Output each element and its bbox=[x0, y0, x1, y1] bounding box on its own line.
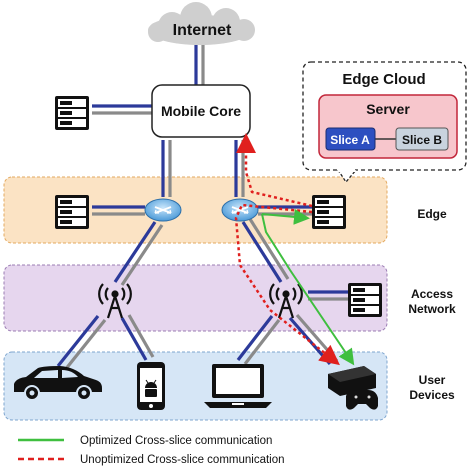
optimized-path bbox=[261, 213, 355, 366]
access-layer-label: Access bbox=[411, 287, 453, 301]
internet-cloud bbox=[148, 2, 255, 45]
devices-layer-label: Devices bbox=[409, 388, 455, 402]
slice-b-label: Slice B bbox=[402, 133, 442, 147]
mobile-core-label: Mobile Core bbox=[161, 103, 241, 119]
edge-cloud-title: Edge Cloud bbox=[342, 71, 425, 88]
unoptimized-path-upper bbox=[236, 133, 313, 208]
slice-b-box bbox=[395, 127, 449, 151]
antenna-tower-icon bbox=[269, 283, 303, 319]
server-icon bbox=[312, 195, 346, 229]
server-icon bbox=[55, 195, 89, 229]
unoptimized-path-lower bbox=[234, 203, 340, 366]
links bbox=[56, 42, 348, 371]
internet-label: Internet bbox=[173, 22, 232, 39]
server-icon bbox=[348, 283, 382, 317]
server-label: Server bbox=[366, 101, 410, 117]
legend-unoptimized-label: Unoptimized Cross-slice communication bbox=[80, 454, 285, 466]
user-band bbox=[3, 351, 388, 421]
network-layer-label: Network bbox=[408, 302, 456, 316]
server-icon bbox=[55, 96, 89, 130]
optimized-path-upper bbox=[261, 208, 310, 225]
router-icon bbox=[221, 198, 259, 222]
slice-a-box bbox=[325, 127, 376, 151]
car-icon bbox=[14, 366, 102, 401]
edge-layer-label: Edge bbox=[417, 207, 447, 221]
user-layer-label: User bbox=[419, 373, 446, 387]
mobile-core-box bbox=[151, 84, 251, 138]
edge-band bbox=[3, 176, 388, 244]
legend-optimized-label: Optimized Cross-slice communication bbox=[80, 435, 272, 447]
router-icon bbox=[144, 198, 182, 222]
slice-a-label: Slice A bbox=[330, 133, 370, 147]
game-console-icon bbox=[328, 366, 378, 410]
smartphone-icon bbox=[137, 362, 165, 410]
laptop-icon bbox=[204, 364, 272, 408]
